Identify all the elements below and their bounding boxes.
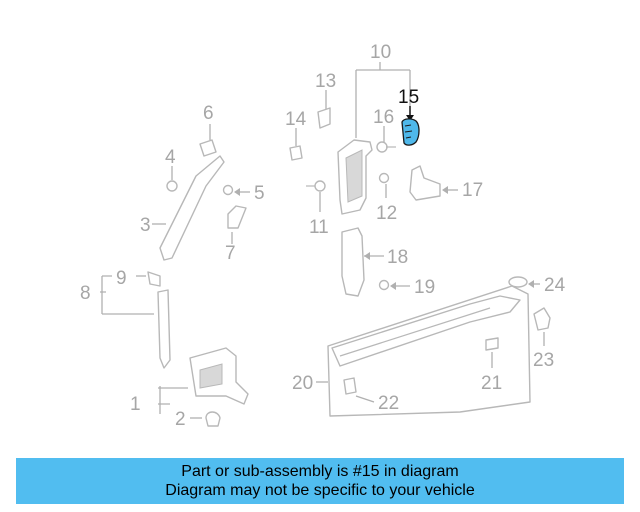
callout-11: 11 (309, 217, 329, 238)
part-19-clip (378, 279, 410, 291)
callout-9: 9 (116, 268, 127, 289)
part-20-scuff-plate (316, 285, 531, 417)
part-6-clip (199, 124, 217, 157)
part-7-pad (227, 205, 247, 244)
part-5-screw (222, 184, 250, 196)
callout-10: 10 (370, 42, 391, 63)
callout-3: 3 (140, 215, 151, 236)
part-18-lower-trim (341, 227, 384, 297)
callout-4: 4 (165, 147, 176, 168)
part-21-clip (485, 337, 499, 368)
part-23 (533, 307, 551, 346)
callout-21: 21 (481, 373, 502, 394)
callout-18: 18 (387, 247, 408, 268)
callout-23: 23 (533, 350, 554, 371)
callout-20: 20 (292, 373, 313, 394)
part-24 (508, 276, 540, 288)
part-22-clip (343, 377, 375, 403)
callout-15-highlighted: 15 (398, 87, 419, 108)
bracket-10 (355, 62, 411, 138)
part-11-screw (306, 180, 326, 212)
info-banner: Part or sub-assembly is #15 in diagram D… (16, 458, 624, 504)
part-1-kick-panel (158, 347, 249, 414)
part-10-pillar-trim (337, 139, 373, 215)
part-4-screw (166, 166, 178, 192)
part-15-highlighted (401, 106, 420, 146)
callout-6: 6 (203, 103, 214, 124)
callout-1: 1 (130, 394, 141, 415)
callout-17: 17 (462, 180, 483, 201)
part-2-clip (190, 411, 221, 427)
banner-line-1: Part or sub-assembly is #15 in diagram (181, 463, 459, 480)
part-17-handle (409, 165, 458, 201)
callout-8: 8 (80, 283, 91, 304)
callout-16: 16 (373, 107, 394, 128)
callout-13: 13 (315, 71, 336, 92)
callout-14: 14 (285, 109, 307, 130)
banner-line-2: Diagram may not be specific to your vehi… (165, 482, 475, 499)
callout-7: 7 (225, 243, 236, 264)
part-8-bracket (100, 271, 161, 315)
callout-22: 22 (378, 393, 399, 414)
part-8-lower-trim (157, 289, 171, 369)
part-16-screw (376, 126, 396, 153)
part-14 (289, 128, 303, 161)
callout-5: 5 (254, 183, 265, 204)
part-3-pillar-trim (152, 155, 225, 261)
part-13 (317, 90, 331, 129)
part-12-screw (378, 172, 390, 198)
callout-24: 24 (544, 275, 566, 296)
callout-2: 2 (175, 409, 186, 430)
callout-12: 12 (376, 203, 397, 224)
callout-19: 19 (414, 277, 435, 298)
